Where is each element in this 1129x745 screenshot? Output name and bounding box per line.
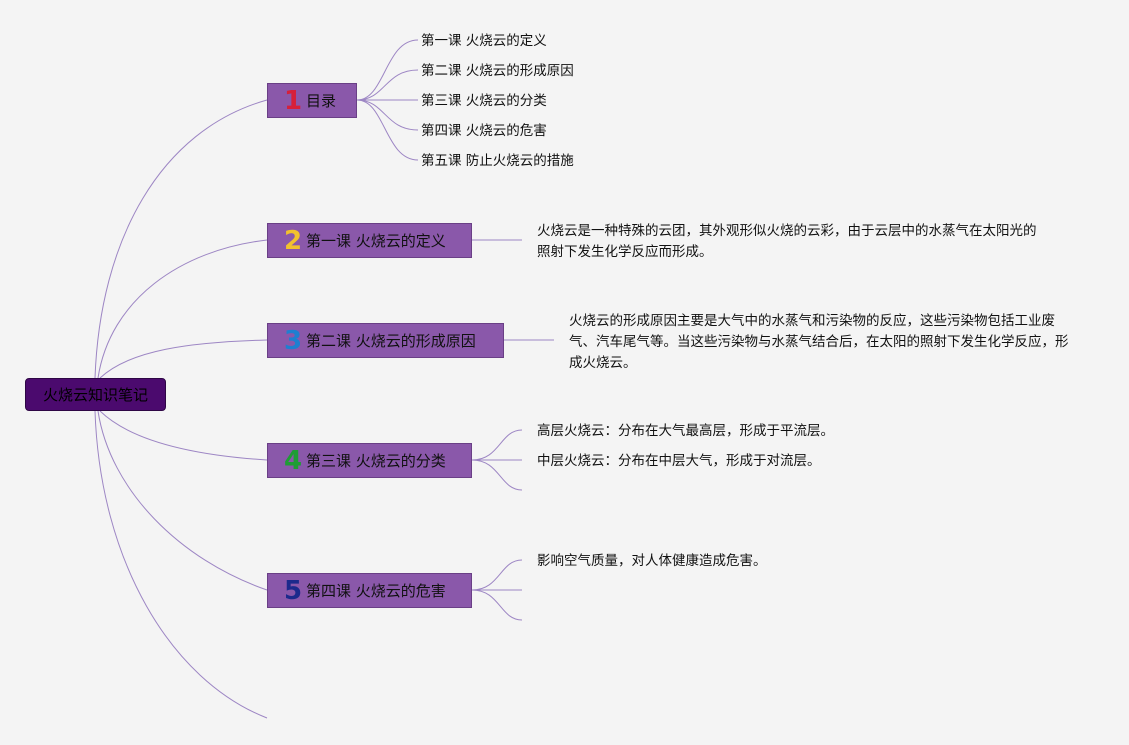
branch-1-child-4[interactable]: 第四课 火烧云的危害 [421, 123, 547, 139]
link-b1-c1 [356, 39, 419, 101]
link-b1-c2 [356, 69, 419, 101]
branch-4-child-2[interactable]: 中层火烧云：分布在中层大气，形成于对流层。 [537, 453, 821, 469]
link-b1-c5 [356, 99, 419, 161]
branch-label: 第四课 火烧云的危害 [306, 582, 446, 600]
number-2-badge: 2 [284, 225, 303, 256]
number-3-badge: 3 [284, 325, 303, 356]
branch-2-description[interactable]: 火烧云是一种特殊的云团，其外观形似火烧的云彩，由于云层中的水蒸气在太阳光的照射下… [537, 223, 1037, 260]
branch-node-2[interactable]: 2 第一课 火烧云的定义 [267, 223, 472, 258]
link-root-to-branch-2 [97, 239, 268, 379]
link-root-to-branch-4 [99, 410, 268, 461]
link-root-to-empty [94, 410, 268, 719]
link-b5-c3 [471, 589, 523, 621]
branch-label: 第二课 火烧云的形成原因 [306, 332, 476, 350]
link-root-to-branch-1 [94, 99, 268, 379]
branch-5-child-1[interactable]: 影响空气质量，对人体健康造成危害。 [537, 553, 767, 569]
link-root-to-branch-5 [97, 410, 268, 591]
link-b4-c1 [471, 429, 523, 461]
link-root-to-branch-3 [99, 339, 268, 379]
branch-node-3[interactable]: 3 第二课 火烧云的形成原因 [267, 323, 504, 358]
branch-3-description[interactable]: 火烧云的形成原因主要是大气中的水蒸气和污染物的反应，这些污染物包括工业废气、汽车… [569, 313, 1069, 371]
branch-label: 第三课 火烧云的分类 [306, 452, 446, 470]
branch-1-child-3[interactable]: 第三课 火烧云的分类 [421, 93, 547, 109]
branch-4-child-1[interactable]: 高层火烧云：分布在大气最高层，形成于平流层。 [537, 423, 834, 439]
link-b5-c1 [471, 559, 523, 591]
link-b4-c3 [471, 459, 523, 491]
number-5-badge: 5 [284, 575, 303, 606]
branch-node-5[interactable]: 5 第四课 火烧云的危害 [267, 573, 472, 608]
branch-1-child-1[interactable]: 第一课 火烧云的定义 [421, 33, 547, 49]
link-b1-c4 [356, 99, 419, 131]
branch-label: 第一课 火烧云的定义 [306, 232, 446, 250]
branch-node-1[interactable]: 1 目录 [267, 83, 357, 118]
number-1-badge: 1 [284, 85, 303, 116]
branch-1-child-2[interactable]: 第二课 火烧云的形成原因 [421, 63, 574, 79]
branch-node-4[interactable]: 4 第三课 火烧云的分类 [267, 443, 472, 478]
root-node[interactable]: 火烧云知识笔记 [25, 378, 166, 411]
branch-1-child-5[interactable]: 第五课 防止火烧云的措施 [421, 153, 574, 169]
branch-label: 目录 [306, 92, 337, 110]
number-4-badge: 4 [284, 445, 303, 476]
